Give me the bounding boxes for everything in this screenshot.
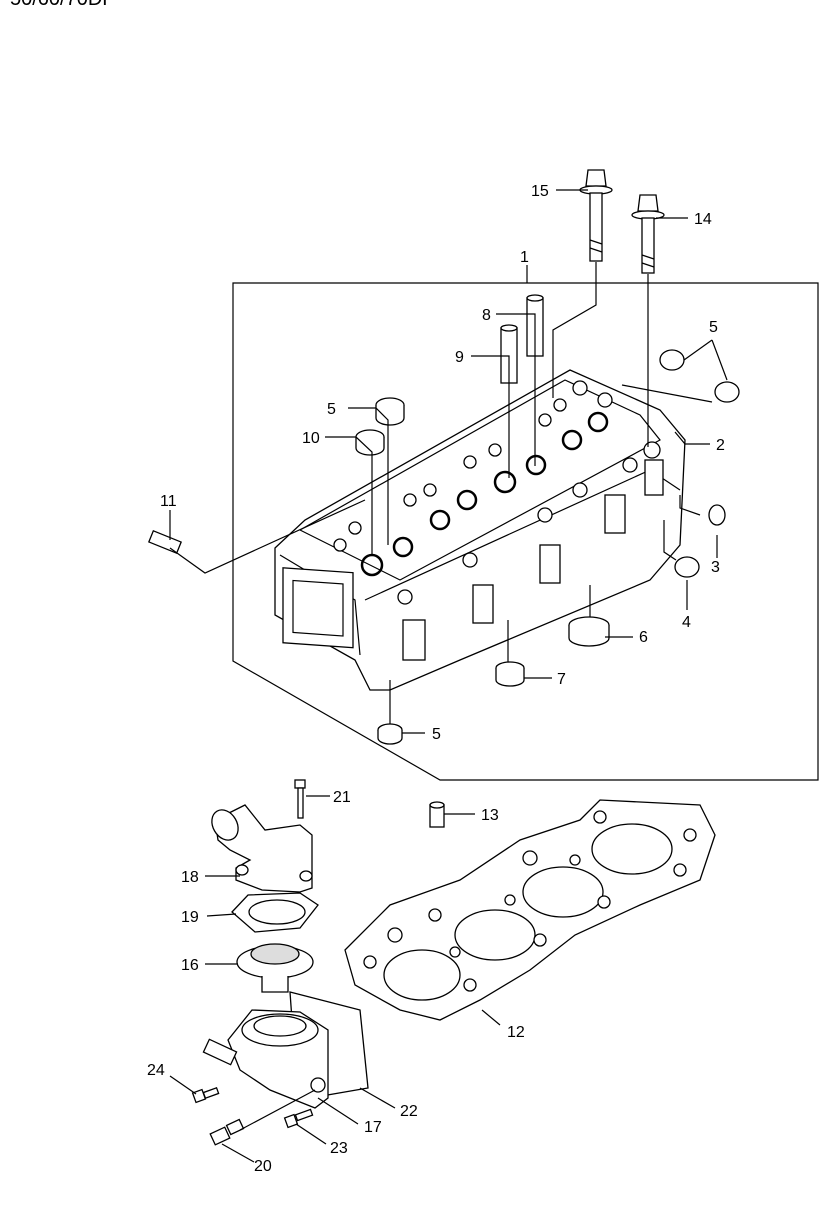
temp-sensor: [209, 1118, 245, 1146]
callout-label: 8: [482, 307, 491, 324]
callout-label: 1: [520, 249, 529, 266]
thermostat-housing: [211, 804, 313, 893]
callout-label: 9: [455, 349, 464, 366]
bolt-14: [631, 194, 665, 274]
model-header: 50/60/70DF: [10, 0, 115, 11]
callout-label: 10: [302, 430, 320, 447]
bolt-21: [294, 779, 306, 819]
callout-label: 3: [711, 559, 720, 576]
callout-label: 7: [557, 671, 566, 688]
housing-gasket: [231, 892, 319, 933]
callout-labels: 1 2 3 4 5 5 5 5 6 7 8 9 10 11 12 13 14 1…: [147, 183, 725, 1175]
callout-label: 15: [531, 183, 549, 200]
callout-label: 13: [481, 807, 499, 824]
callout-label: 22: [400, 1103, 418, 1120]
thermostat: [236, 943, 314, 993]
callout-label: 16: [181, 957, 199, 974]
bolt-24: [191, 1086, 220, 1104]
dowel-pin: [147, 529, 183, 555]
bushing-13: [429, 801, 445, 828]
callout-label: 2: [716, 437, 725, 454]
head-gasket: [344, 799, 716, 1021]
callout-label: 12: [507, 1024, 525, 1041]
callout-label: 18: [181, 869, 199, 886]
callout-label: 14: [694, 211, 712, 228]
callout-label: 23: [330, 1140, 348, 1157]
cylinder-head: [274, 369, 686, 691]
water-inlet: [202, 1009, 329, 1109]
bolt-15: [579, 169, 613, 262]
callout-label: 20: [254, 1158, 272, 1175]
valve-guides: [500, 294, 544, 384]
callout-label: 21: [333, 789, 351, 806]
callout-label: 4: [682, 614, 691, 631]
callout-label: 17: [364, 1119, 382, 1136]
seals: [355, 349, 740, 745]
leader-lines: [169, 189, 728, 1163]
callout-label: 5: [432, 726, 441, 743]
callout-label: 5: [327, 401, 336, 418]
callout-label: 11: [160, 493, 177, 510]
callout-label: 6: [639, 629, 648, 646]
bolt-23: [283, 1108, 314, 1129]
callout-label: 24: [147, 1062, 165, 1079]
callout-label: 19: [181, 909, 199, 926]
assembly-frame: [232, 282, 819, 781]
callout-label: 5: [709, 319, 718, 336]
